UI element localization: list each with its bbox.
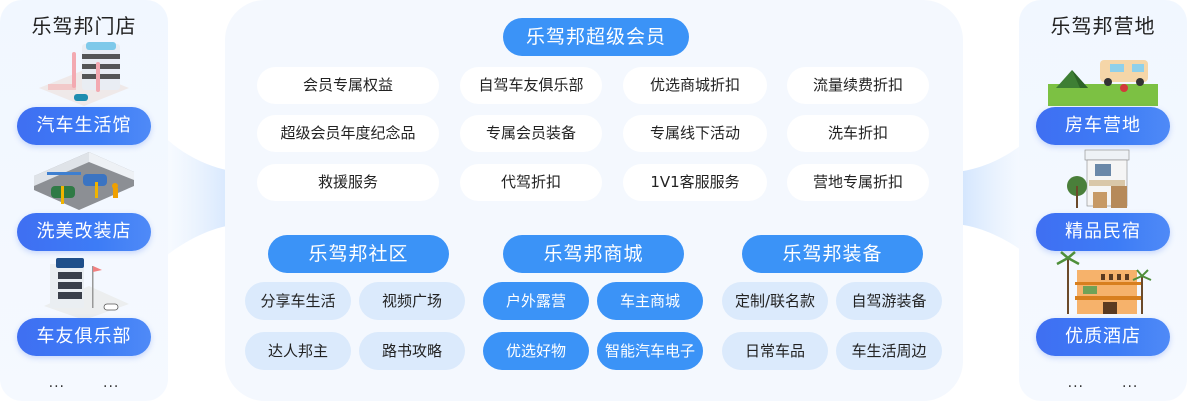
more-stores-ellipsis: ... ... [48,375,120,391]
equipment-chip[interactable]: 定制/联名款 [722,282,828,320]
benefit-chip[interactable]: 洗车折扣 [787,115,929,152]
benefit-chip[interactable]: 优选商城折扣 [623,67,767,104]
mall-header[interactable]: 乐驾邦商城 [503,235,684,273]
camps-title: 乐驾邦营地 [1050,14,1156,38]
benefit-chip[interactable]: 自驾车友俱乐部 [460,67,602,104]
equipment-header[interactable]: 乐驾邦装备 [742,235,923,273]
camp-item-homestay[interactable]: 精品民宿 [1036,213,1170,251]
club-building-illustration [44,258,129,320]
hotel-illustration [1056,251,1152,314]
mall-chip[interactable]: 户外露营 [483,282,589,320]
community-chip[interactable]: 达人邦主 [245,332,351,370]
mall-chip[interactable]: 优选好物 [483,332,589,370]
car-life-building-illustration [39,42,129,106]
benefit-chip[interactable]: 救援服务 [257,164,439,201]
equipment-chip[interactable]: 车生活周边 [836,332,942,370]
store-item-car-club[interactable]: 车友俱乐部 [17,318,151,356]
community-header[interactable]: 乐驾邦社区 [268,235,449,273]
benefit-chip[interactable]: 超级会员年度纪念品 [257,115,439,152]
benefit-chip[interactable]: 会员专属权益 [257,67,439,104]
camp-item-hotel[interactable]: 优质酒店 [1036,318,1170,356]
community-chip[interactable]: 视频广场 [359,282,465,320]
equipment-chip[interactable]: 自驾游装备 [836,282,942,320]
camp-item-rv[interactable]: 房车营地 [1036,107,1170,145]
mall-chip[interactable]: 智能汽车电子 [597,332,703,370]
super-membership-header[interactable]: 乐驾邦超级会员 [503,18,689,56]
camps-panel: 乐驾邦营地 房车营地 精品民宿 优质酒店 [1019,0,1187,401]
equipment-chip[interactable]: 日常车品 [722,332,828,370]
benefit-chip[interactable]: 专属线下活动 [623,115,767,152]
benefit-chip[interactable]: 流量续费折扣 [787,67,929,104]
stores-title: 乐驾邦门店 [31,14,137,38]
mall-chip[interactable]: 车主商城 [597,282,703,320]
store-item-car-life[interactable]: 汽车生活馆 [17,107,151,145]
homestay-illustration [1067,149,1130,208]
rv-camp-illustration [1048,60,1158,106]
ecosystem-main-panel: 乐驾邦超级会员 会员专属权益 自驾车友俱乐部 优选商城折扣 流量续费折扣 超级会… [225,0,963,401]
stores-panel: 乐驾邦门店 汽车生活馆 洗美改装店 车友俱乐部 [0,0,168,401]
community-chip[interactable]: 分享车生活 [245,282,351,320]
benefit-chip[interactable]: 代驾折扣 [460,164,602,201]
benefit-chip[interactable]: 1V1客服服务 [623,164,767,201]
benefit-chip[interactable]: 专属会员装备 [460,115,602,152]
store-item-wash-modify[interactable]: 洗美改装店 [17,213,151,251]
more-camps-ellipsis: ... ... [1067,375,1139,391]
benefit-chip[interactable]: 营地专属折扣 [787,164,929,201]
community-chip[interactable]: 路书攻略 [359,332,465,370]
car-repair-garage-illustration [34,152,134,210]
